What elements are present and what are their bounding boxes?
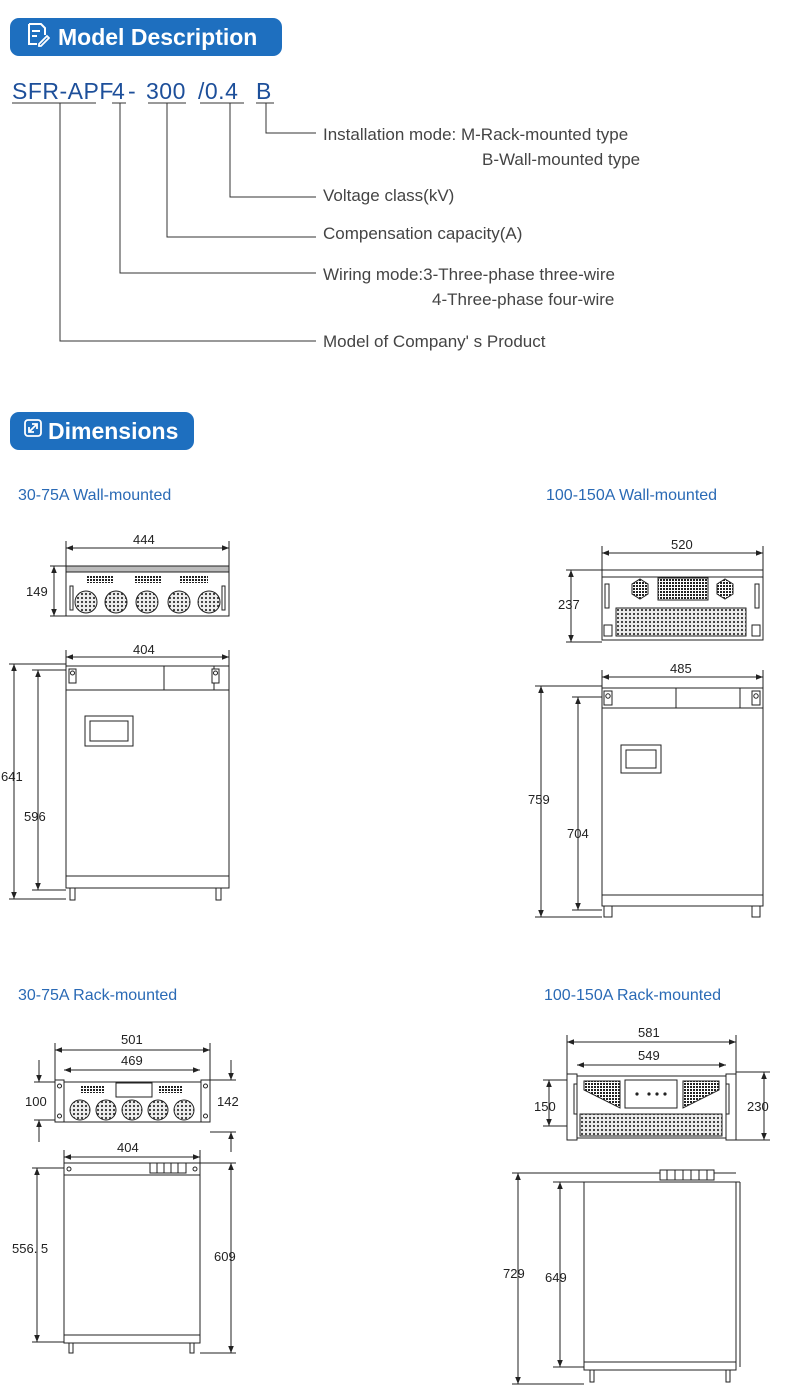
desc-wiring-1: Wiring mode:3-Three-phase three-wire <box>323 265 615 284</box>
model-description-badge: Model Description <box>10 18 282 56</box>
dim-rack-large-230: 230 <box>747 1099 769 1114</box>
model-description-title: Model Description <box>58 23 258 50</box>
dim-rack-small-469: 469 <box>121 1053 143 1068</box>
wall-large-top-view <box>566 546 764 643</box>
dim-rack-small-556: 556. 5 <box>12 1241 48 1256</box>
label-rack-small: 30-75A Rack-mounted <box>18 987 178 1004</box>
desc-capacity: Compensation capacity(A) <box>323 224 523 243</box>
rack-large-top-view <box>543 1035 770 1141</box>
dim-wall-small-444: 444 <box>133 532 155 547</box>
dim-wall-large-520: 520 <box>671 537 693 552</box>
code-series: SFR-APF <box>12 78 114 104</box>
wall-large-front-view <box>535 670 764 918</box>
code-dash: - <box>128 78 137 104</box>
rack-small-top-view <box>34 1043 236 1152</box>
dimensions-title: Dimensions <box>48 417 179 444</box>
dim-rack-small-404: 404 <box>117 1140 139 1155</box>
dim-rack-small-100: 100 <box>25 1094 47 1109</box>
edit-document-icon <box>24 21 51 53</box>
dim-wall-large-485: 485 <box>670 661 692 676</box>
dim-wall-small-641: 641 <box>1 769 23 784</box>
dim-rack-large-549: 549 <box>638 1048 660 1063</box>
desc-product: Model of Company' s Product <box>323 332 546 351</box>
label-wall-large: 100-150A Wall-mounted <box>546 487 718 504</box>
dim-rack-small-609: 609 <box>214 1249 236 1264</box>
code-voltage: /0.4 <box>198 78 239 104</box>
code-install: B <box>256 78 272 104</box>
dim-rack-small-501: 501 <box>121 1032 143 1047</box>
desc-voltage: Voltage class(kV) <box>323 186 455 205</box>
desc-install-1: Installation mode: M-Rack-mounted type <box>323 125 629 144</box>
wall-small-front-view <box>9 650 230 901</box>
desc-wiring-2: 4-Three-phase four-wire <box>432 290 615 309</box>
label-wall-small: 30-75A Wall-mounted <box>18 487 172 504</box>
expand-icon <box>22 417 44 445</box>
dim-wall-large-237: 237 <box>558 597 580 612</box>
label-rack-large: 100-150A Rack-mounted <box>544 987 721 1004</box>
dim-wall-small-404: 404 <box>133 642 155 657</box>
desc-install-2: B-Wall-mounted type <box>482 150 641 169</box>
code-capacity: 300 <box>146 78 186 104</box>
dim-wall-small-596: 596 <box>24 809 46 824</box>
rack-small-front-view <box>32 1150 236 1354</box>
dimensions-badge: Dimensions <box>10 412 194 450</box>
dim-rack-small-142: 142 <box>217 1094 239 1109</box>
dim-rack-large-649: 649 <box>545 1270 567 1285</box>
wall-small-top-view <box>50 541 230 617</box>
dim-wall-large-759: 759 <box>528 792 550 807</box>
dim-wall-large-704: 704 <box>567 826 589 841</box>
dim-rack-large-581: 581 <box>638 1025 660 1040</box>
rack-large-front-view <box>512 1169 741 1385</box>
code-wiring: 4 <box>112 78 126 104</box>
dim-rack-large-150: 150 <box>534 1099 556 1114</box>
dim-rack-large-729: 729 <box>503 1266 525 1281</box>
dim-wall-small-149: 149 <box>26 584 48 599</box>
